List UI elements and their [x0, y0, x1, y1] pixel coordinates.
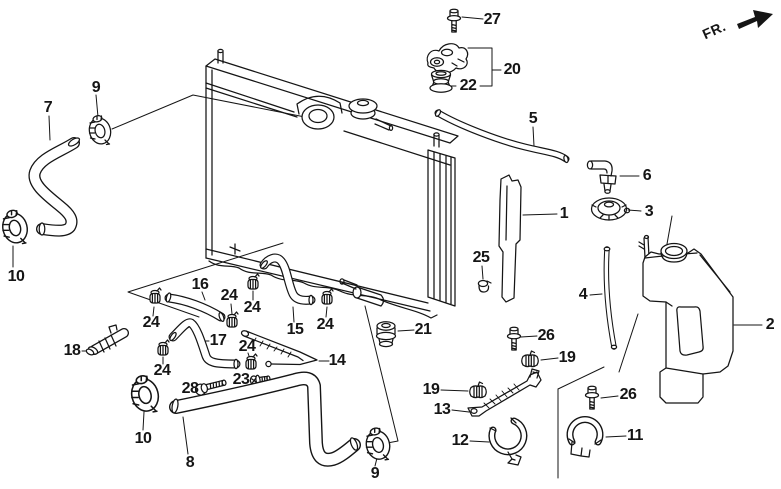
part-callout-24: 24: [316, 316, 334, 333]
construction-lines: [111, 94, 673, 479]
clamp-9-upper-drawing: [86, 114, 114, 147]
elbow-joint-drawing: [586, 160, 617, 194]
part-callout-27: 27: [483, 11, 501, 28]
part-callout-24: 24: [220, 287, 238, 304]
screw-28-drawing: [194, 379, 227, 396]
part-callout-19: 19: [422, 381, 440, 398]
part-callout-2: 2: [765, 316, 775, 333]
part-callout-3: 3: [644, 203, 654, 220]
hairpin-pipe-drawing: [240, 330, 318, 368]
radiator-filler-neck: [296, 95, 343, 130]
reserve-tank-drawing: [638, 234, 734, 404]
c-clamp-11-drawing: [566, 416, 604, 458]
part-callout-4: 4: [578, 286, 588, 303]
part-callout-9: 9: [91, 79, 101, 96]
part-callout-8: 8: [185, 454, 195, 471]
mount-bracket-drawing: [426, 43, 469, 74]
part-callout-22: 22: [459, 77, 477, 94]
radiator-outlet: [339, 278, 385, 307]
part-callout-28: 28: [181, 380, 199, 397]
bolt-26-lower-drawing: [584, 385, 600, 410]
part-callout-26: 26: [619, 386, 637, 403]
upper-hose-drawing: [28, 137, 81, 237]
part-callout-10: 10: [7, 268, 25, 285]
part-callout-19: 19: [558, 349, 576, 366]
clip-24-drawing: [149, 287, 162, 304]
part-callout-11: 11: [627, 427, 643, 444]
clip-24-drawing: [247, 273, 260, 290]
part-callout-24: 24: [238, 338, 256, 355]
part-callout-14: 14: [328, 352, 346, 369]
clip-19-upper-drawing: [521, 350, 539, 368]
part-callout-12: 12: [451, 432, 469, 449]
drain-plug-drawing: [375, 321, 397, 348]
part-callout-18: 18: [63, 342, 81, 359]
stay-bracket-drawing: [467, 368, 542, 417]
clip-24-drawing: [157, 339, 170, 356]
clip-24-drawing: [226, 311, 239, 328]
part-callout-7: 7: [43, 99, 53, 116]
plug-25-drawing: [477, 279, 492, 293]
fr-arrow-icon: [737, 10, 773, 29]
hose-16-drawing: [164, 292, 226, 323]
part-callout-24: 24: [243, 299, 261, 316]
clamp-9-lower-drawing: [362, 426, 394, 463]
part-callout-1: 1: [559, 205, 569, 222]
part-callout-15: 15: [286, 321, 304, 338]
radiator-cap: [348, 98, 394, 132]
clamp-10-lower-drawing: [127, 373, 163, 415]
part-callout-16: 16: [191, 276, 209, 293]
part-callout-9: 9: [370, 465, 380, 482]
seal-plate-drawing: [498, 174, 522, 303]
bolt-27-drawing: [446, 8, 462, 33]
clip-19-lower-drawing: [469, 381, 487, 399]
hose-17-drawing: [168, 318, 241, 370]
clip-24-drawing: [321, 288, 334, 305]
overflow-tube-drawing: [603, 246, 618, 350]
bolt-26-upper-drawing: [506, 326, 522, 351]
part-callout-10: 10: [134, 430, 152, 447]
hose-joint-18-drawing: [85, 324, 129, 356]
hose-15-drawing: [259, 253, 316, 306]
lower-hose-drawing: [169, 371, 361, 467]
part-callout-24: 24: [153, 362, 171, 379]
part-callout-24: 24: [142, 314, 160, 331]
part-callout-6: 6: [642, 167, 652, 184]
part-callout-26: 26: [537, 327, 555, 344]
clip-24-drawing: [245, 353, 258, 370]
part-callout-20: 20: [503, 61, 521, 78]
part-callout-13: 13: [433, 401, 451, 418]
rubber-cushion-drawing: [429, 69, 453, 93]
tank-neck-ring: [660, 242, 688, 263]
part-callout-17: 17: [209, 332, 227, 349]
part-callout-25: 25: [472, 249, 490, 266]
clamp-10-upper-drawing: [0, 208, 32, 247]
part-callout-5: 5: [528, 110, 538, 127]
part-callout-21: 21: [414, 321, 432, 338]
tank-cap-drawing: [590, 197, 631, 221]
c-clamp-12-drawing: [488, 417, 528, 466]
part-callout-23: 23: [232, 371, 250, 388]
radiator-drawing: [205, 48, 459, 319]
reserve-tank-hose-drawing: [434, 109, 570, 164]
